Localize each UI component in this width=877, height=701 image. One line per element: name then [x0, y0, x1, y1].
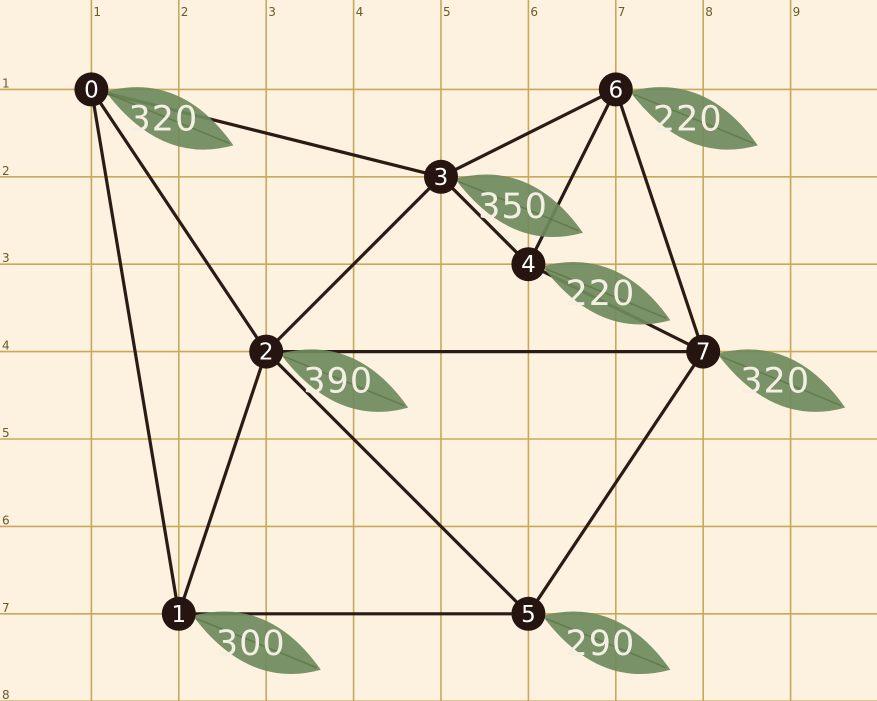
- node-id-label: 4: [521, 252, 536, 278]
- node-7: 7: [686, 334, 721, 369]
- node-0: 0: [74, 72, 109, 107]
- y-tick-label: 1: [2, 76, 10, 90]
- leaf-icon: 300: [192, 611, 321, 675]
- x-tick-label: 3: [268, 5, 276, 19]
- leaf-vein: [546, 618, 667, 669]
- node-id-label: 1: [171, 602, 186, 628]
- node-weight-label: 350: [478, 187, 548, 227]
- node-circle: [249, 334, 284, 369]
- y-tick-label: 3: [2, 251, 10, 265]
- node-1: 1: [161, 596, 196, 631]
- node-id-label: 2: [259, 340, 274, 366]
- x-tick-label: 6: [530, 5, 538, 19]
- x-tick-label: 8: [705, 5, 713, 19]
- node-circle: [511, 596, 546, 631]
- node-6: 6: [598, 72, 633, 107]
- leaf-icon: 320: [717, 349, 846, 412]
- x-tick-label: 4: [356, 5, 364, 19]
- y-tick-label: 2: [2, 164, 10, 178]
- leaf-icon: 320: [105, 87, 234, 150]
- node-id-label: 0: [84, 77, 99, 103]
- node-2: 2: [249, 334, 284, 369]
- leaf-icon: 290: [542, 611, 671, 675]
- edge-0-2: [89, 87, 268, 354]
- node-id-label: 7: [696, 340, 711, 366]
- leaf-icon: 220: [629, 87, 758, 150]
- x-tick-label: 9: [793, 5, 801, 19]
- edge-2-5: [264, 350, 531, 616]
- y-tick-label: 4: [2, 339, 10, 353]
- x-tick-label: 1: [93, 5, 101, 19]
- x-tick-label: 2: [181, 5, 189, 19]
- node-id-label: 5: [521, 602, 536, 628]
- edge-5-7: [526, 350, 705, 616]
- leaf-icon: 350: [455, 174, 583, 238]
- node-circle: [598, 72, 633, 107]
- node-circle: [74, 72, 109, 107]
- edge-6-7: [614, 87, 705, 354]
- edge-3-2: [264, 175, 443, 354]
- node-weight-label: 300: [216, 624, 286, 664]
- nodes: 0 1 2 3 4 5 6 7: [74, 72, 721, 631]
- node-weight-label: 390: [303, 362, 373, 402]
- node-weight-label: 320: [128, 99, 198, 139]
- node-weight-label: 320: [740, 362, 810, 402]
- node-5: 5: [511, 596, 546, 631]
- weight-leaves: 320 300 390 350 220 290 220 320: [105, 87, 846, 675]
- x-tick-label: 7: [618, 5, 626, 19]
- node-circle: [161, 596, 196, 631]
- leaf-vein: [720, 355, 842, 407]
- leaf-icon: 390: [280, 349, 409, 412]
- node-circle: [511, 247, 546, 282]
- edge-3-4: [439, 175, 531, 266]
- node-weight-label: 220: [653, 99, 723, 139]
- y-tick-label: 6: [2, 513, 10, 527]
- x-tick-label: 5: [443, 5, 451, 19]
- y-tick-label: 8: [2, 688, 10, 701]
- leaf-vein: [109, 93, 230, 145]
- leaf-icon: 220: [542, 261, 671, 325]
- node-weight-label: 290: [565, 624, 635, 664]
- y-tick-label: 5: [2, 426, 10, 440]
- node-id-label: 3: [434, 165, 449, 191]
- node-circle: [424, 159, 458, 194]
- leaf-vein: [196, 618, 318, 669]
- edge-0-1: [89, 87, 181, 616]
- leaf-vein: [633, 93, 755, 145]
- leaf-vein: [283, 355, 405, 407]
- node-4: 4: [511, 247, 546, 282]
- edge-2-1: [177, 350, 268, 616]
- y-tick-label: 7: [2, 601, 10, 615]
- leaf-vein: [546, 268, 667, 319]
- node-id-label: 6: [608, 77, 623, 103]
- node-circle: [686, 334, 721, 369]
- edge-3-6: [439, 87, 618, 179]
- node-weight-label: 220: [565, 274, 635, 314]
- node-3: 3: [424, 159, 458, 194]
- leaf-vein: [458, 181, 580, 232]
